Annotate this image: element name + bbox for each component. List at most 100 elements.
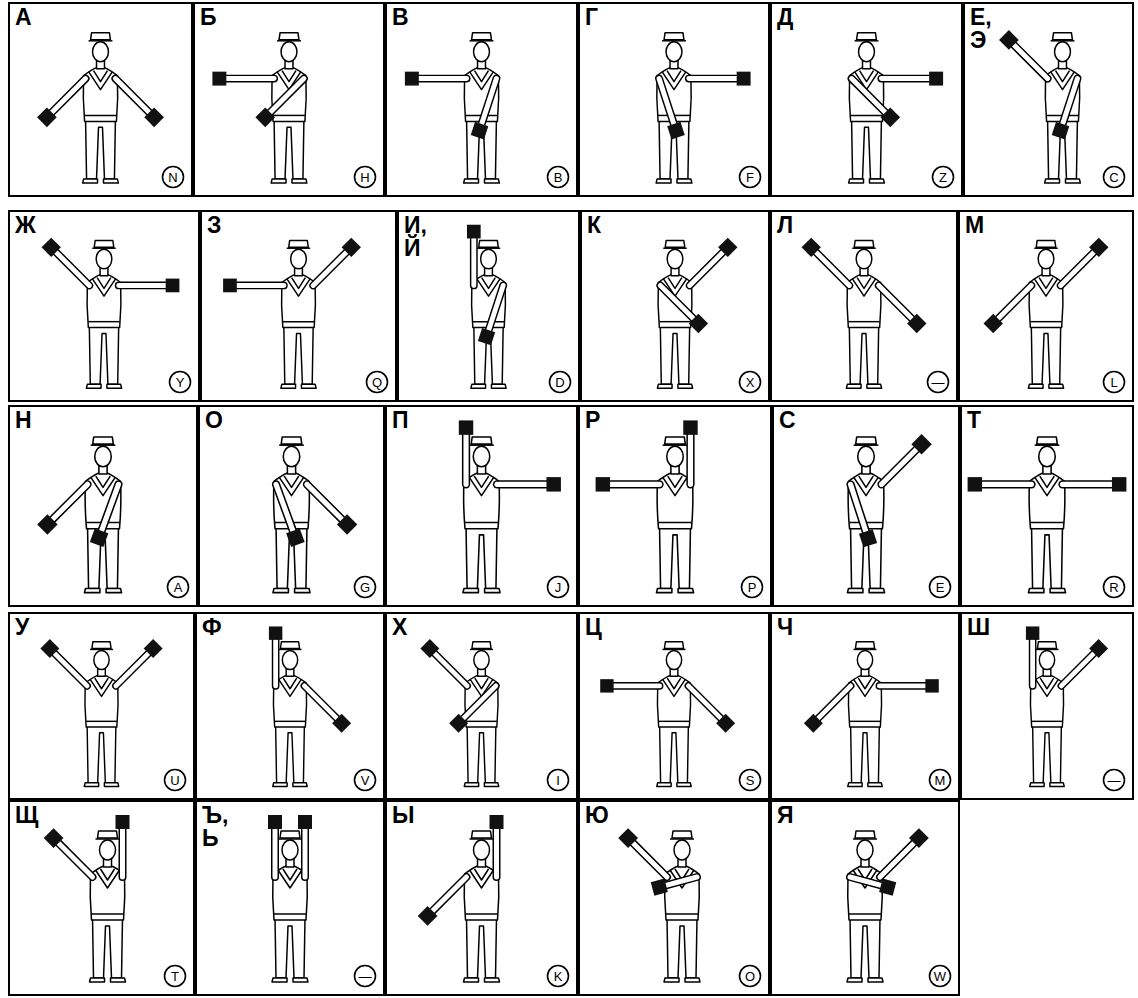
arm: [880, 840, 917, 877]
flag: [166, 279, 180, 293]
circle-ring: [1104, 372, 1125, 393]
collar-line: [97, 278, 111, 289]
collar-line: [667, 678, 680, 689]
cap-brim: [663, 247, 687, 248]
sailor-group: [467, 225, 506, 389]
arm-outline: [978, 480, 1032, 488]
flag: [1089, 639, 1108, 658]
head: [474, 42, 490, 62]
torso: [657, 675, 690, 727]
trousers: [274, 119, 304, 179]
cap-brim: [852, 247, 876, 248]
cap: [664, 642, 683, 649]
arm: [1062, 482, 1116, 487]
belt-line: [849, 913, 881, 915]
arm-outline: [660, 285, 696, 321]
shoe: [301, 384, 316, 388]
semaphore-cell: ЩT: [8, 800, 195, 996]
trousers: [850, 918, 880, 978]
cyrillic-letter: Л: [777, 214, 793, 237]
arm: [662, 877, 697, 886]
flag: [911, 434, 931, 454]
sailor-figure: [582, 212, 768, 400]
arm: [487, 285, 503, 333]
sailor-group: [596, 420, 698, 592]
flag: [269, 626, 282, 639]
collar-line: [96, 476, 110, 487]
belt-line: [465, 522, 498, 524]
arm: [430, 877, 467, 914]
flag: [907, 314, 926, 333]
semaphore-cell: ЧM: [770, 612, 960, 800]
shoe: [271, 179, 286, 183]
sailor-figure: [197, 802, 383, 994]
cyrillic-letter: У: [15, 616, 29, 639]
arm: [688, 431, 693, 485]
belt-line: [86, 721, 117, 722]
sailor-figure: [10, 4, 191, 195]
collar-line: [1040, 678, 1053, 689]
signal-circle: E: [928, 575, 952, 599]
flag: [651, 879, 668, 896]
cap-brim: [854, 444, 879, 446]
flag: [223, 279, 237, 293]
trousers: [276, 527, 307, 589]
flag: [144, 107, 164, 127]
cyrillic-letter: Г: [585, 6, 598, 29]
cap: [856, 437, 877, 444]
arm-outline: [497, 480, 551, 488]
cap-brim: [279, 649, 302, 650]
cap: [664, 33, 684, 40]
latin-letter: Q: [372, 376, 382, 389]
arm-outline: [313, 249, 349, 285]
cap: [1037, 642, 1056, 649]
arm-outline: [662, 877, 697, 886]
arm-outline: [432, 651, 467, 686]
arm: [52, 651, 87, 686]
belt-line: [92, 913, 124, 915]
cap: [665, 437, 686, 444]
head: [666, 650, 681, 669]
circle-ring: [550, 372, 571, 393]
latin-letter: I: [556, 774, 560, 787]
flag: [1089, 238, 1108, 257]
flag: [478, 328, 495, 345]
arm-outline: [881, 446, 919, 484]
flag: [1052, 122, 1070, 140]
collar-line: [857, 278, 871, 289]
collar-line: [852, 279, 876, 297]
sailor-group: [656, 33, 751, 183]
sailor-figure: [10, 407, 196, 605]
belt-line: [1032, 721, 1063, 722]
head: [859, 42, 875, 62]
latin-letter: —: [1108, 774, 1121, 787]
latin-letter: J: [555, 581, 562, 594]
arm-outline: [1062, 480, 1116, 488]
sailor-figure: [962, 407, 1132, 605]
flag: [859, 529, 877, 547]
circle-ring: [355, 770, 376, 791]
latin-letter: K: [554, 970, 563, 983]
arm-outline: [301, 825, 309, 877]
sailor-group: [1026, 626, 1108, 786]
flag: [490, 815, 504, 829]
flag: [984, 314, 1003, 333]
shoe: [867, 384, 882, 388]
head: [100, 840, 116, 860]
flag: [880, 107, 900, 127]
arm: [49, 79, 86, 116]
belt-line: [659, 321, 690, 322]
belt-line: [275, 721, 306, 722]
arm-outline: [415, 75, 467, 83]
trousers: [86, 119, 116, 179]
arm-outline: [100, 484, 118, 534]
collar-line: [1040, 476, 1054, 487]
circle-ring: [548, 770, 569, 791]
belt-line: [848, 321, 879, 322]
latin-letter: C: [1109, 171, 1118, 184]
collar-line: [1056, 71, 1070, 82]
sailor-group: [268, 815, 312, 982]
circle-ring: [165, 966, 186, 987]
signal-circle: K: [546, 964, 570, 988]
cap-brim: [662, 40, 686, 41]
